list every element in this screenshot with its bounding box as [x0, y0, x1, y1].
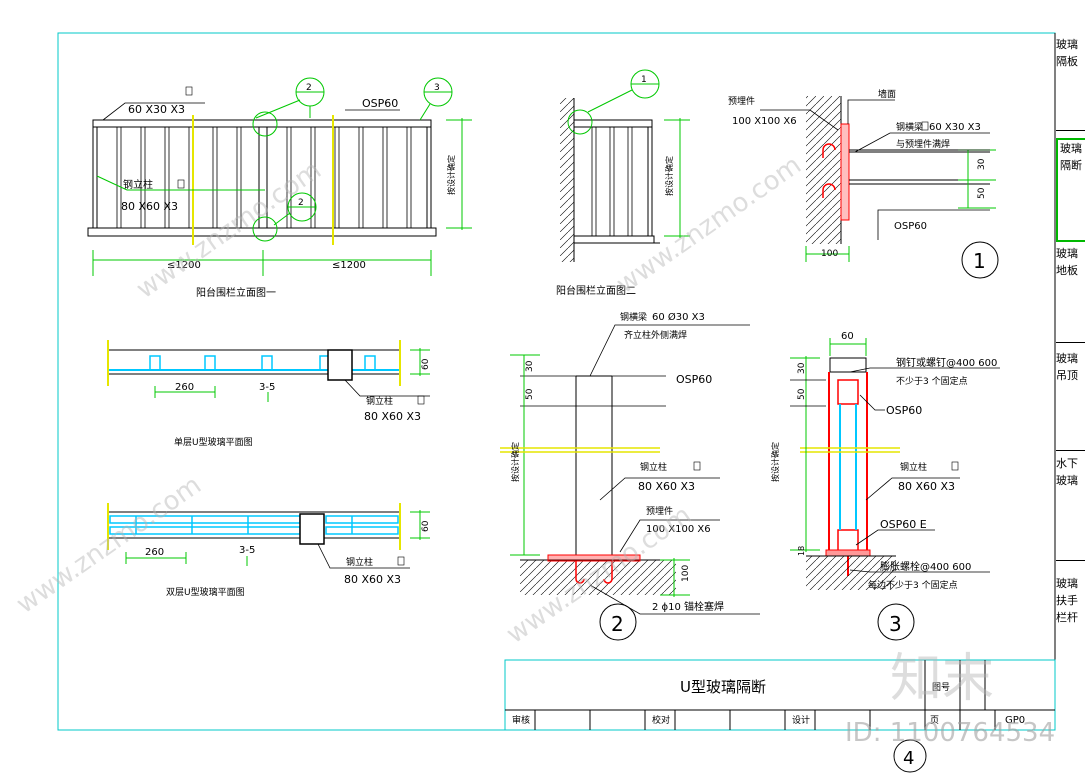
- elev1-top-label: 60 X30 X3: [128, 103, 185, 116]
- plan1-d35: 3-5: [259, 382, 275, 393]
- side-tab-divider-4: [1056, 560, 1085, 561]
- side-tab-divider-3: [1056, 450, 1085, 451]
- drawing-code: GP0: [1005, 715, 1025, 726]
- side-tab-glass-floor[interactable]: 玻璃地板: [1056, 247, 1078, 277]
- plan2-title: 双层U型玻璃平面图: [166, 586, 245, 598]
- label-drawing-number: 图号: [932, 682, 950, 693]
- elev2-callout: 1: [641, 75, 647, 85]
- detail1-wall: 墙面: [878, 88, 896, 100]
- plan2-d60: 60: [421, 520, 431, 532]
- detail2-beam: 钢横梁: [620, 311, 647, 323]
- detail3-rivet2: 不少于3 个固定点: [896, 375, 968, 387]
- detail1-beam: 钢横梁: [896, 121, 923, 133]
- side-tab-glass-partition-active[interactable]: 玻璃隔断: [1056, 138, 1085, 242]
- detail3-osp-e: OSP60 E: [880, 518, 927, 531]
- detail1-number: 1: [973, 249, 986, 273]
- elev1-col-label: 钢立柱: [123, 178, 153, 191]
- detail3-d50: 50: [797, 388, 807, 400]
- detail3-bolt2: 每边不少于3 个固定点: [868, 579, 958, 591]
- label-check: 校对: [652, 714, 670, 726]
- detail2-col: 钢立柱: [640, 461, 667, 473]
- plan1-col-size: 80 X60 X3: [364, 410, 421, 423]
- detail3-bolt: 膨胀螺栓@400 600: [880, 560, 971, 573]
- elev2-height-label: 按设计确定: [664, 156, 674, 196]
- detail2-embed-size: 100 X100 X6: [646, 524, 711, 535]
- detail-one: 预埋件 100 X100 X6 墙面 钢横梁 60 X30 X3 与预埋件满焊 …: [728, 88, 999, 279]
- detail2-beam-size: 60 Ø30 X3: [652, 311, 705, 323]
- detail2-number: 2: [611, 612, 624, 636]
- detail2-weld: 齐立柱外侧满焊: [624, 329, 687, 341]
- label-review: 审核: [512, 714, 530, 726]
- elev1-dim-right: ≤1200: [332, 260, 366, 271]
- detail3-d60: 60: [841, 331, 854, 342]
- plan-single-layer: 260 3-5 60 钢立柱 80 X60 X3 单层U型玻璃平面图: [107, 340, 431, 448]
- detail-two: 钢横梁 60 Ø30 X3 齐立柱外侧满焊 30 50 OSP60 按设计确定 …: [500, 311, 760, 641]
- detail1-osp: OSP60: [894, 221, 927, 232]
- elev1-dim-left: ≤1200: [167, 260, 201, 271]
- detail3-rivet: 钢钉或螺钉@400 600: [896, 356, 997, 369]
- side-tab-glass-partition-board[interactable]: 玻璃隔板: [1056, 38, 1078, 68]
- detail3-col: 钢立柱: [900, 461, 927, 473]
- plan1-title: 单层U型玻璃平面图: [174, 436, 253, 448]
- elevation-one: 60 X30 X3 OSP60 钢立柱 80 X60 X3 按设计确定 ≤120…: [87, 77, 472, 299]
- detail1-d100: 100: [821, 249, 838, 259]
- detail3-d30: 30: [797, 362, 807, 374]
- detail-number-four: 4: [903, 748, 914, 769]
- detail1-embed-size: 100 X100 X6: [732, 116, 797, 127]
- title-block: U型玻璃隔断 图号 审核 校对 设计 页 GP0: [504, 659, 1056, 731]
- elev1-osp-label: OSP60: [362, 97, 398, 110]
- plan2-d35: 3-5: [239, 545, 255, 556]
- elev1-callout-a: 2: [306, 83, 312, 93]
- drawing-title: U型玻璃隔断: [680, 678, 766, 696]
- detail2-d50: 50: [525, 388, 535, 400]
- side-tab-glass-railing[interactable]: 玻璃扶手栏杆: [1056, 577, 1078, 624]
- label-page: 页: [930, 715, 939, 726]
- detail2-anchor: 2 ϕ10 锚栓塞焊: [652, 600, 724, 613]
- detail2-d100: 100: [681, 565, 691, 582]
- plan2-col: 钢立柱: [346, 556, 373, 568]
- plan-double-layer: 260 3-5 60 钢立柱 80 X60 X3 双层U型玻璃平面图: [107, 503, 431, 598]
- detail3-number: 3: [889, 612, 902, 636]
- detail2-d30: 30: [525, 360, 535, 372]
- plan2-col-size: 80 X60 X3: [344, 573, 401, 586]
- plan1-col: 钢立柱: [366, 395, 393, 407]
- side-tab-divider-1: [1056, 130, 1085, 131]
- detail1-d30: 30: [977, 158, 987, 170]
- detail-three: 60 钢钉或螺钉@400 600 不少于3 个固定点 30 50 OSP60 按…: [770, 331, 1000, 641]
- plan1-d260: 260: [175, 382, 194, 393]
- elevation-two: 1 按设计确定 阳台围栏立面图二: [556, 69, 690, 297]
- detail3-d18: 18: [797, 546, 806, 556]
- detail2-col-size: 80 X60 X3: [638, 480, 695, 493]
- elev1-title: 阳台围栏立面图一: [196, 286, 276, 299]
- side-tab-glass-ceiling[interactable]: 玻璃吊顶: [1056, 352, 1078, 382]
- side-tab-divider-2: [1056, 342, 1085, 343]
- elev1-callout-c: 2: [298, 198, 304, 208]
- plan1-d60: 60: [421, 358, 431, 370]
- detail1-embed: 预埋件: [728, 95, 755, 107]
- detail2-height-label: 按设计确定: [510, 442, 520, 482]
- detail2-osp: OSP60: [676, 373, 712, 386]
- elev1-height-label: 按设计确定: [446, 155, 456, 195]
- detail2-embed: 预埋件: [646, 505, 673, 517]
- label-design: 设计: [792, 714, 810, 726]
- plan2-d260: 260: [145, 547, 164, 558]
- detail3-osp: OSP60: [886, 404, 922, 417]
- elev1-col-size: 80 X60 X3: [121, 200, 178, 213]
- detail3-col-size: 80 X60 X3: [898, 480, 955, 493]
- detail1-d50: 50: [977, 187, 987, 199]
- side-tab-underwater-glass[interactable]: 水下玻璃: [1056, 457, 1078, 487]
- detail1-beam-size: 60 X30 X3: [929, 122, 981, 133]
- elev2-title: 阳台围栏立面图二: [556, 284, 636, 297]
- detail1-weld: 与预埋件满焊: [896, 138, 950, 150]
- detail3-height-label: 按设计确定: [770, 442, 780, 482]
- elev1-callout-b: 3: [434, 83, 440, 93]
